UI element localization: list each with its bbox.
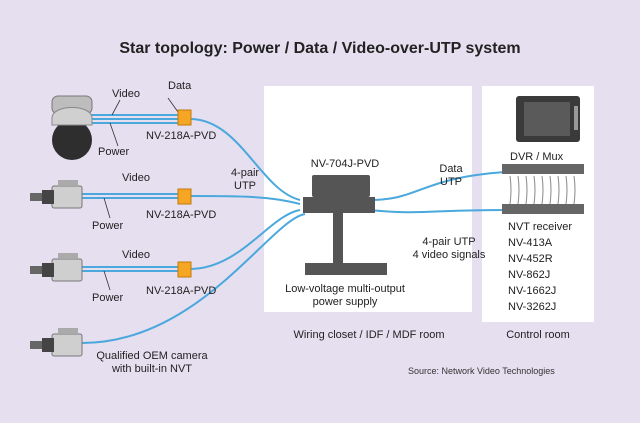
receiver-item: NVT receiver xyxy=(508,221,572,233)
utp-left-line-2: UTP xyxy=(234,180,256,192)
oem-camera-line-1: Qualified OEM camera xyxy=(96,350,208,362)
power-supply-line-2: power supply xyxy=(312,296,378,308)
monitor-icon xyxy=(516,96,580,142)
hub-bar xyxy=(303,197,375,213)
wiring-closet-caption: Wiring closet / IDF / MDF room xyxy=(293,329,445,341)
balun-1 xyxy=(177,109,192,126)
diagram-title: Star topology: Power / Data / Video-over… xyxy=(119,40,521,57)
utp-runs xyxy=(81,118,506,344)
camera-2-power-label: Power xyxy=(92,220,124,232)
dome-camera-icon xyxy=(51,95,93,160)
source-credit: Source: Network Video Technologies xyxy=(408,366,555,376)
video-utp-line-2: 4 video signals xyxy=(412,249,486,261)
baluns xyxy=(177,109,192,278)
receiver-item: NV-413A xyxy=(508,237,553,249)
video-utp-line-1: 4-pair UTP xyxy=(422,236,476,248)
hub xyxy=(303,175,387,275)
camera-2-model-label: NV-218A-PVD xyxy=(146,209,217,221)
camera-3-video-label: Video xyxy=(122,249,150,261)
box-camera-icon-1 xyxy=(30,180,83,209)
receiver-item: NV-1662J xyxy=(508,285,557,297)
camera-1-power-label: Power xyxy=(98,146,130,158)
oem-camera-label: Qualified OEM camera with built-in NVT xyxy=(92,350,212,376)
data-utp-line-2: UTP xyxy=(440,176,462,188)
receiver-item: NV-862J xyxy=(508,269,551,281)
camera-3-power-label: Power xyxy=(92,292,124,304)
hub-model-label: NV-704J-PVD xyxy=(310,158,380,170)
control-room-caption: Control room xyxy=(506,329,570,341)
receiver-list: NVT receiver NV-413A NV-452R NV-862J NV-… xyxy=(508,219,572,315)
data-utp-label: Data UTP xyxy=(426,163,476,189)
balun-2 xyxy=(177,188,192,205)
power-supply-label: Low-voltage multi-output power supply xyxy=(270,283,420,309)
camera-cables xyxy=(82,97,179,291)
camera-2-video-label: Video xyxy=(122,172,150,184)
hub-post xyxy=(333,213,343,263)
oem-camera-line-2: with built-in NVT xyxy=(111,363,193,375)
camera-1-model-label: NV-218A-PVD xyxy=(146,130,217,142)
dvr-mux-label: DVR / Mux xyxy=(510,151,564,163)
receiver-item: NV-3262J xyxy=(508,301,557,313)
balun-3 xyxy=(177,261,192,278)
power-supply-line-1: Low-voltage multi-output xyxy=(285,283,405,295)
rack-units xyxy=(502,164,584,214)
oem-camera-icon xyxy=(30,328,83,357)
power-supply-base xyxy=(305,263,387,275)
hub-box xyxy=(312,175,370,197)
box-camera-icon-2 xyxy=(30,253,83,282)
utp-left-label: 4-pair UTP xyxy=(220,167,270,193)
video-utp-label: 4-pair UTP 4 video signals xyxy=(404,236,494,262)
receiver-item: NV-452R xyxy=(508,253,553,265)
camera-3-model-label: NV-218A-PVD xyxy=(146,285,217,297)
camera-1-data-label: Data xyxy=(168,80,192,92)
camera-1-video-label: Video xyxy=(112,88,140,100)
data-utp-line-1: Data xyxy=(439,163,463,175)
utp-left-line-1: 4-pair xyxy=(230,167,260,179)
